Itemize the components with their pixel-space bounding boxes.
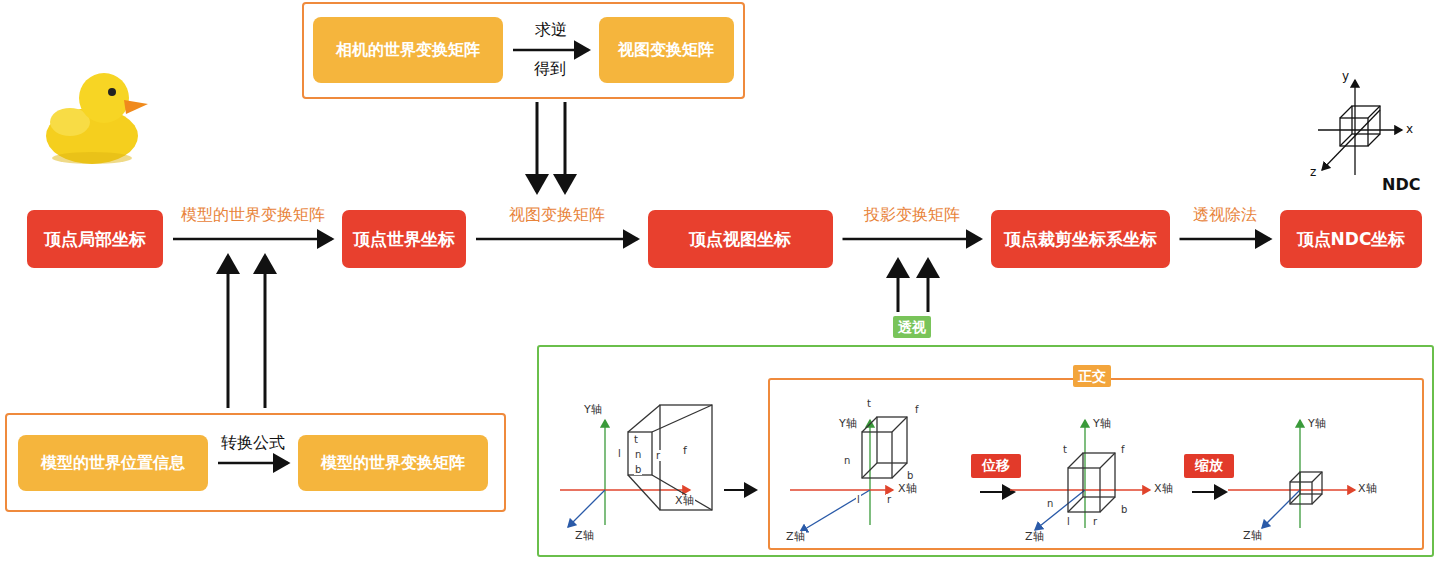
step-tag: 缩放 [1184,454,1234,478]
plane-letter: r [1092,516,1098,527]
box-figure [1010,420,1150,530]
matrix-box: 模型的世界变换矩阵 [298,435,488,491]
axis-label: X轴 [897,483,918,495]
axis-label: Z轴 [574,530,595,542]
box-label: 模型的世界变换矩阵 [321,453,465,474]
axis-label: Y轴 [838,418,858,430]
edge-label: 模型的世界变换矩阵 [179,205,327,224]
axis-label: Z轴 [1024,531,1045,543]
axis-label: z [1309,166,1317,179]
matrix-box: 相机的世界变换矩阵 [313,17,503,83]
plane-letter: r [886,494,892,505]
cube-figure [1228,420,1355,528]
plane-letter: n [634,449,642,460]
matrix-box: 模型的世界位置信息 [18,435,208,491]
plane-letter: b [906,470,914,481]
axis-label: x [1405,123,1414,136]
box-label: 顶点NDC坐标 [1297,228,1406,251]
box-label: 缩放 [1195,457,1223,475]
process-box: 顶点NDC坐标 [1280,210,1422,268]
process-box: 顶点裁剪坐标系坐标 [991,210,1170,268]
axis-label: y [1341,70,1350,83]
matrix-box: 视图变换矩阵 [599,17,734,83]
plane-letter: f [914,404,920,415]
plane-letter: l [1066,516,1071,527]
plane-letter: t [633,434,639,445]
frame-tag: 正交 [1073,365,1111,387]
flow-arrow [843,238,981,241]
axis-label: Z轴 [785,531,806,543]
process-box: 顶点世界坐标 [342,210,466,268]
axis-label: Y轴 [583,404,603,416]
box-label: 位移 [982,457,1010,475]
plane-letter: f [682,445,688,457]
edge-label: 投影变换矩阵 [862,205,962,224]
step-tag: 位移 [971,454,1021,478]
ndc-title: NDC [1381,176,1421,194]
flow-arrow [173,238,332,241]
double-arrow [228,102,928,408]
plane-letter: f [1120,444,1126,455]
plane-letter: b [1120,504,1128,515]
frame [6,414,505,511]
flow-arrow [513,49,589,52]
box-label: 视图变换矩阵 [618,40,714,61]
axis-label: Y轴 [1092,418,1112,430]
axis-label: Z轴 [1242,530,1263,542]
plane-letter: t [1062,444,1068,455]
step-arrow [980,491,1014,493]
box-label: 顶点局部坐标 [44,228,146,251]
plane-letter: n [843,455,851,466]
axis-label: X轴 [1357,483,1378,495]
duck [46,73,148,164]
flow-arrow [1180,238,1271,241]
edge-label: 求逆 [533,20,569,39]
process-box: 顶点局部坐标 [27,210,163,268]
group-frame: 透视正交位移缩放 [537,345,1434,557]
ndc-axes [1318,80,1402,175]
plane-letter: b [634,464,642,475]
frame-tag: 透视 [893,316,931,338]
box-figure [790,417,907,532]
edge-label: 视图变换矩阵 [507,205,607,224]
axis-label: Y轴 [1307,418,1327,430]
axis-label: X轴 [674,495,695,507]
edge-note: 得到 [533,60,567,78]
process-box: 顶点视图坐标 [648,210,833,268]
edge-label: 透视除法 [1191,205,1259,224]
step-arrow [724,489,756,491]
frame [303,3,744,98]
plane-letter: l [856,494,861,505]
plane-letter: n [1046,498,1054,509]
edge-label: 转换公式 [219,433,287,452]
box-label: 相机的世界变换矩阵 [336,40,480,61]
step-arrow [1192,491,1226,493]
plane-letter: l [617,448,622,459]
box-label: 顶点裁剪坐标系坐标 [1004,228,1157,251]
plane-letter: r [655,450,661,461]
box-label: 顶点世界坐标 [353,228,455,251]
flow-arrow [218,462,288,465]
plane-letter: t [866,398,872,409]
box-label: 顶点视图坐标 [689,228,791,251]
box-label: 模型的世界位置信息 [41,453,185,474]
frustum-figure [560,405,712,527]
axis-label: X轴 [1153,483,1174,495]
flow-arrow [476,238,638,241]
